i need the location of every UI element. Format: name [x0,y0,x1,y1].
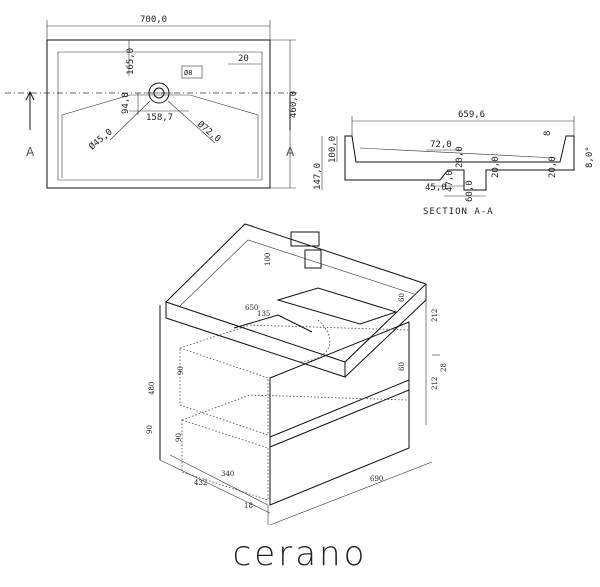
top-offset-dimension: 60 [398,293,406,302]
overall-width-dimension: 690 [370,475,383,483]
basin-top-view: 700,0 460,0 165,0 20 Ø8 94,8 158,7 Ø45,0… [5,15,300,189]
drain-base-dimension: 45,0 [425,183,447,193]
bowl-diameter-label: Ø72,0 [195,119,223,145]
bowl-depth-dimension: 100,0 [328,136,338,163]
drain-height-dimension: 94,8 [121,92,131,114]
drain-offset-dimension: 158,7 [146,113,173,123]
front-thickness-dimension: 18 [244,502,253,510]
bowl-rim [57,51,263,181]
right-margin-dimension: 20 [238,54,249,64]
drawer-gap-dimension: 28 [440,363,448,372]
total-height-dimension: 147,0 [313,163,323,190]
section-marker-left: A [26,145,35,159]
mid-offset-dimension: 60 [398,362,406,371]
drain-width-dimension: 72,0 [430,140,452,150]
bottom-drawer-height: 212 [431,377,439,390]
width-dimension: 700,0 [140,15,167,25]
right-edge-dimension: 20,0 [548,156,558,178]
section-marker-right: A [286,145,295,159]
bottom-drawer-front [269,389,410,506]
inner-width-dimension: 650 [245,304,258,312]
top-drawer-front [269,321,410,438]
overall-depth-dimension: 432 [194,479,207,487]
bottom-dimension: 47,0 [445,170,455,192]
tap-offset-dimension: 165,0 [126,48,136,75]
section-profile [344,135,575,191]
section-title: SECTION A-A [423,207,494,217]
cabinet-top [165,223,427,363]
inner-compartment [276,287,398,325]
basin-section-view: 659,6 8 100,0 147,0 72,0 20,0 20,0 47,0 … [313,110,595,217]
rim-dimension: 8 [543,131,553,136]
tap-hole-label: Ø8 [184,69,192,77]
inner-drawer-bottom-height: 90 [175,433,183,442]
outlet-dimension: 60,0 [465,180,475,202]
brand-logo: cerano [233,534,368,574]
basin-outline [46,39,271,189]
side-gap-dimension: 135 [257,310,270,318]
slope-angle-label: 8,0° [585,146,595,168]
cabinet-view: 100 650 135 60 60 212 212 28 480 90 90 9… [146,223,448,526]
plinth-dimension: 90 [146,425,154,434]
inner-drawer-top-height: 90 [177,366,185,375]
back-height-dimension: 100 [264,253,272,266]
drawer-depth-dimension: 340 [221,470,234,478]
drain-neck-dimension: 20,0 [455,146,465,168]
lip-height-dimension: 20,0 [491,156,501,178]
depth-dimension: 460,0 [289,91,299,118]
wall-bracket [290,231,320,247]
top-drawer-height: 212 [431,309,439,322]
overall-height-dimension: 480 [148,382,156,395]
section-width-dimension: 659,6 [458,110,485,120]
